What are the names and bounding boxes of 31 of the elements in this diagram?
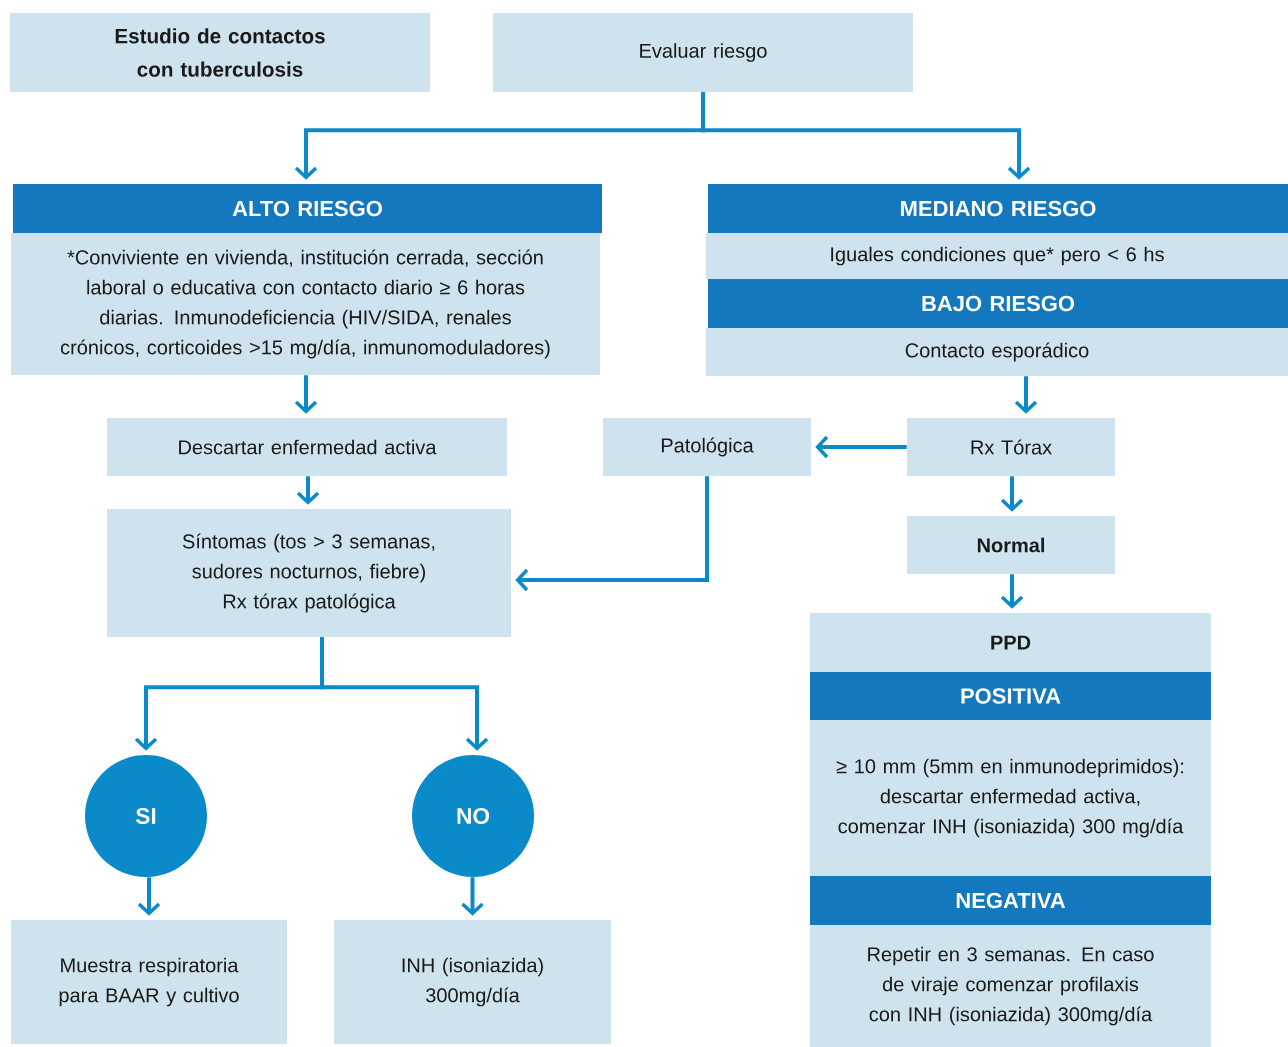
arrow [515,476,709,592]
arrow [1000,476,1024,512]
process-box: Rx Tórax [907,418,1115,476]
title-box: Estudio de contactos con tuberculosis [10,13,430,92]
process-box: Evaluar riesgo [493,13,913,92]
arrow [1014,376,1038,414]
process-box: Síntomas (tos > 3 semanas, sudores nocturnos, fiebre) Rx tórax patológica [107,509,511,637]
process-box: INH (isoniazida) 300mg/día [334,920,611,1044]
text-box: Repetir en 3 semanas. En caso de viraje comenzar profilaxis con INH (isoniazida) 300mg/día [810,925,1211,1047]
arrow [137,877,161,916]
header-band: MEDIANO RIESGO [708,184,1288,233]
arrow [461,877,484,916]
text-box: Contacto esporádico [706,328,1288,376]
arrow [701,92,1031,180]
process-box: Patológica [603,418,811,476]
process-box: Normal [907,516,1115,574]
header-band: NEGATIVA [810,876,1211,925]
text-box: Iguales condiciones que* pero < 6 hs [706,233,1288,279]
arrow [320,637,489,751]
arrow [1000,574,1024,609]
header-band: ALTO RIESGO [13,184,602,233]
text-box: *Conviviente en vivienda, institución cerrada, sección laboral o educativa con contacto diario ≥ 6 horas diarias. Inmunodeficiencia (HIV/SIDA, renales crónicos, corticoides >15 mg/día, inmunomoduladores) [11,233,600,375]
header-band: BAJO RIESGO [708,279,1288,328]
arrow [296,476,320,505]
header-band: POSITIVA [810,672,1211,720]
text-box: ≥ 10 mm (5mm en inmunodeprimidos): descartar enfermedad activa, comenzar INH (isoniazida) 300 mg/día [810,720,1211,876]
process-box: Descartar enfermedad activa [107,418,507,476]
arrow [294,375,318,414]
process-box: Muestra respiratoria para BAAR y cultivo [11,920,287,1044]
process-box: PPD [810,613,1211,672]
arrow [815,435,907,459]
